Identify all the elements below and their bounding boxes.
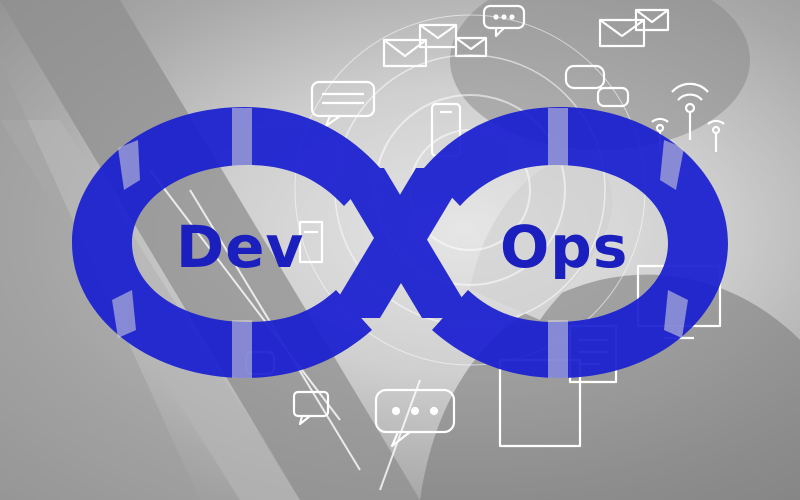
ellipsis-bubble-icon [374,388,456,448]
x-cross-stroke-b [326,168,470,318]
right-loop [424,107,728,378]
envelope-icon [634,8,670,32]
loop-segment-notch [548,320,568,378]
loop-segment-notch [112,290,136,338]
loop-segment-notch [548,108,568,166]
loop-segment-notch [232,108,252,166]
envelope-icon [418,23,458,49]
speech-bubble-icon [292,390,330,426]
loop-segment-notch [660,140,684,190]
loop-segment-notch [232,320,252,378]
logo-text-ops: Ops [500,213,629,281]
envelope-icon [454,36,488,58]
chat-bubble-icon [482,4,526,38]
monitor-icon [298,220,324,264]
loop-segment-notch [118,140,140,190]
wifi-antenna-icon [671,82,709,140]
left-loop [72,107,380,378]
chat-bubble-icon [310,80,376,128]
loop-segment-notch [664,290,688,338]
wifi-antenna-icon [707,119,725,152]
chat-bubble-icon [596,86,630,108]
chat-bubble-icon [564,64,606,90]
logo-text-dev: Dev [176,213,305,281]
